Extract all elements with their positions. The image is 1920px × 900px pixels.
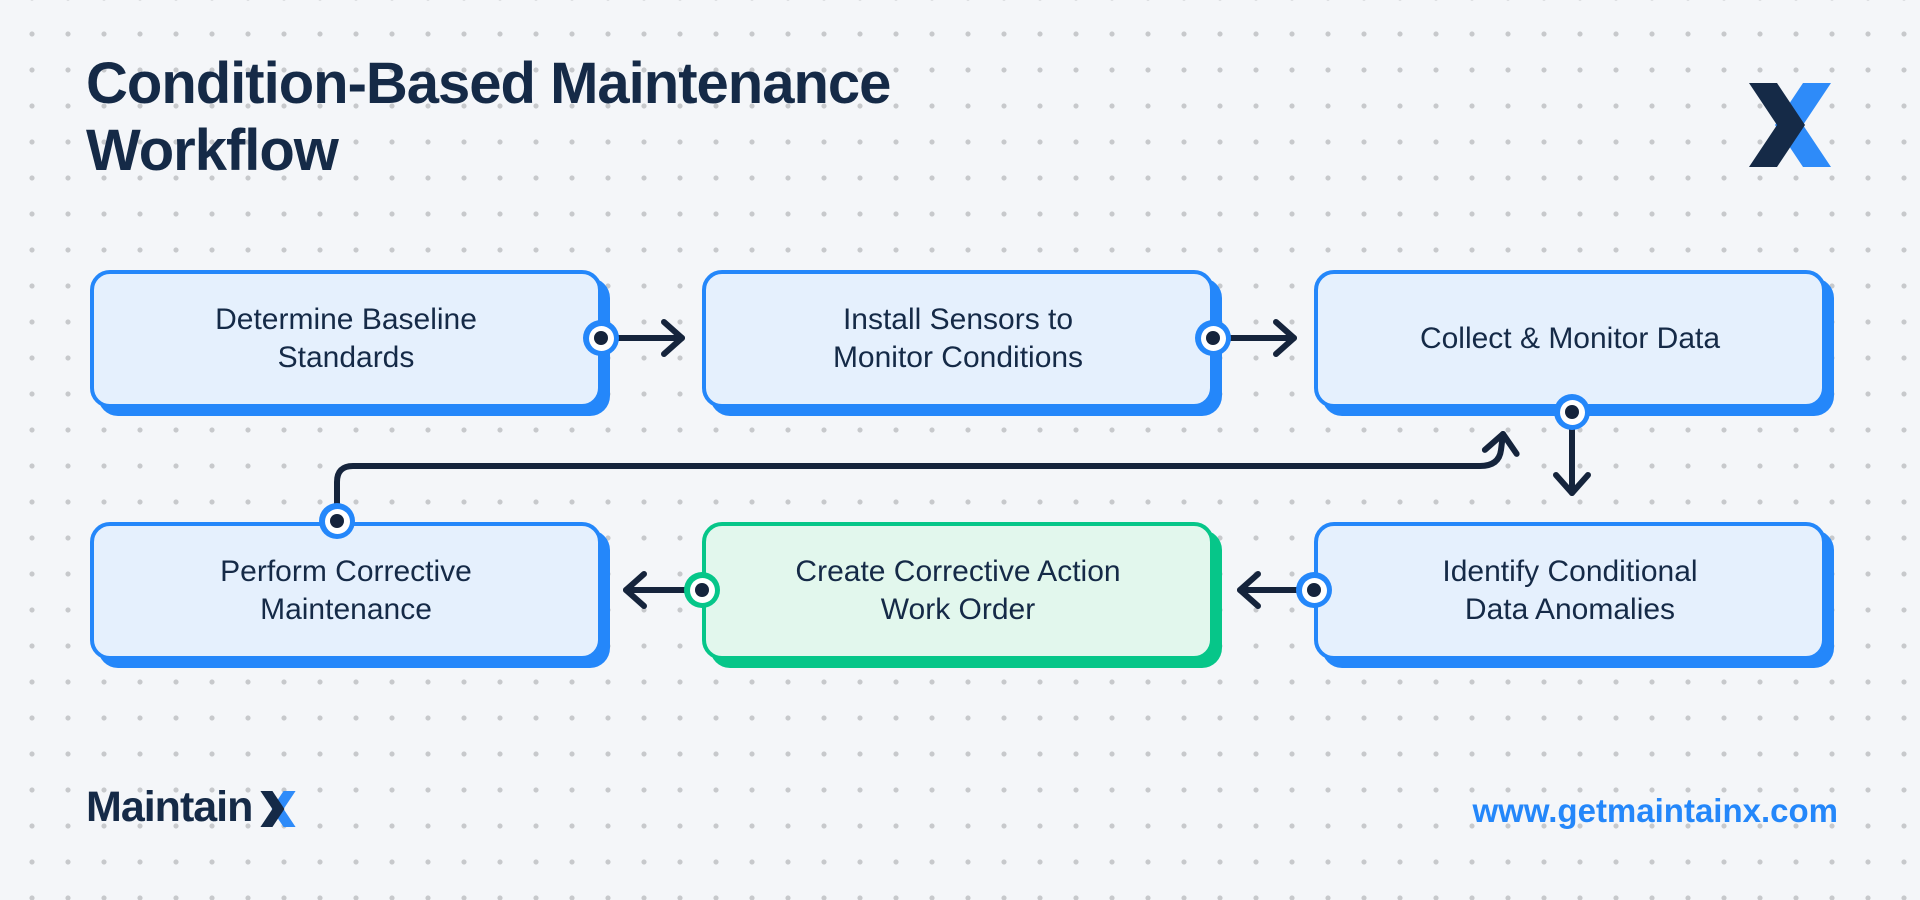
website-url-link[interactable]: www.getmaintainx.com bbox=[1472, 792, 1838, 829]
maintainx-x-logo-icon bbox=[1749, 83, 1831, 167]
flow-box-perform-corrective-maintenance: Perform Corrective Maintenance bbox=[90, 522, 602, 660]
page-title-line2: Workflow bbox=[86, 118, 339, 183]
connector-node-dot bbox=[1206, 331, 1220, 345]
connector-node-ring bbox=[689, 577, 715, 603]
connector-node-box2-right bbox=[1195, 320, 1231, 356]
connector-node-dot bbox=[594, 331, 608, 345]
connector-node-dot bbox=[1307, 583, 1321, 597]
connector-node-box3-bottom bbox=[1554, 394, 1590, 430]
connector-node-dot bbox=[695, 583, 709, 597]
page-title: Condition-Based Maintenance Workflow bbox=[86, 50, 891, 184]
flow-box-identify-conditional-data-anomalies: Identify Conditional Data Anomalies bbox=[1314, 522, 1826, 660]
connector-node-ring bbox=[588, 325, 614, 351]
connector-node-box4-top bbox=[319, 503, 355, 539]
connector-node-box1-right bbox=[583, 320, 619, 356]
connector-node-dot bbox=[1565, 405, 1579, 419]
connector-node-box6-left bbox=[1296, 572, 1332, 608]
connector-node-ring bbox=[1559, 399, 1585, 425]
connector-node-dot bbox=[330, 514, 344, 528]
maintainx-x-icon bbox=[260, 791, 296, 827]
maintainx-wordmark-logo: Maintain bbox=[86, 782, 301, 832]
flow-box-create-corrective-action-work-order: Create Corrective Action Work Order bbox=[702, 522, 1214, 660]
arrow-box4-loopback-to-box3 bbox=[334, 431, 1520, 515]
flow-box-collect-monitor-data: Collect & Monitor Data bbox=[1314, 270, 1826, 408]
flow-box-label: Install Sensors to Monitor Conditions bbox=[832, 303, 1084, 374]
connector-node-box5-left bbox=[684, 572, 720, 608]
flow-box-label: Perform Corrective Maintenance bbox=[220, 555, 472, 626]
flow-box-label: Create Corrective Action Work Order bbox=[795, 555, 1121, 626]
flow-box-label: Determine Baseline Standards bbox=[215, 303, 477, 374]
page-title-line1: Condition-Based Maintenance bbox=[86, 51, 891, 116]
flow-box-install-sensors: Install Sensors to Monitor Conditions bbox=[702, 270, 1214, 408]
flow-box-determine-baseline-standards: Determine Baseline Standards bbox=[90, 270, 602, 408]
flow-box-label: Identify Conditional Data Anomalies bbox=[1442, 555, 1698, 626]
flow-box-label: Collect & Monitor Data bbox=[1419, 322, 1721, 355]
connector-node-ring bbox=[1200, 325, 1226, 351]
connector-node-ring bbox=[1301, 577, 1327, 603]
connector-node-ring bbox=[324, 508, 350, 534]
wordmark-text: Maintain bbox=[86, 782, 253, 831]
